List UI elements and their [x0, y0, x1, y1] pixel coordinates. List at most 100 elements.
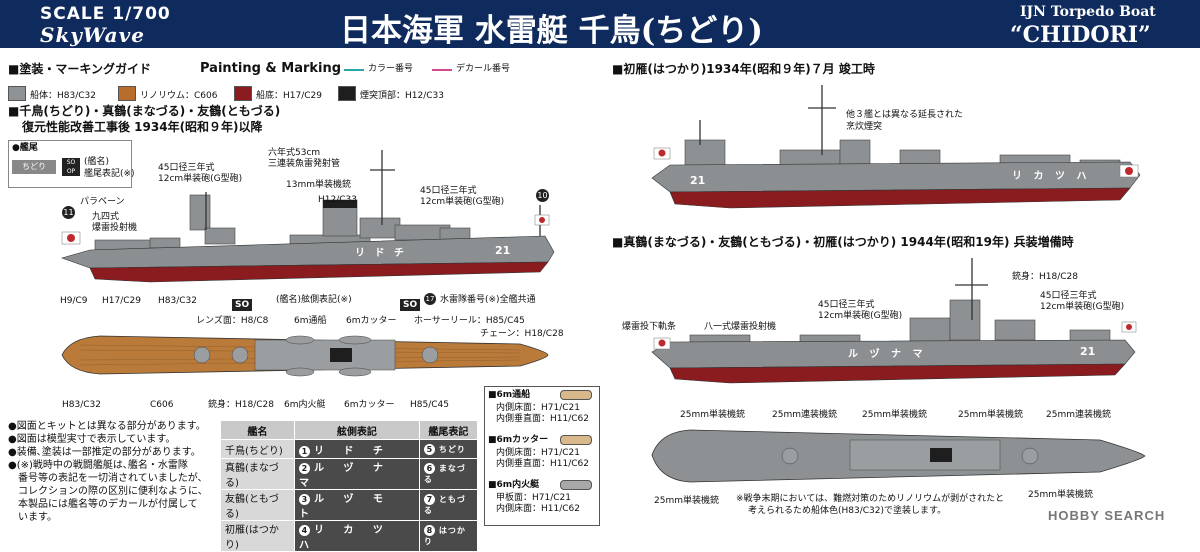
boat-1-line-2: 内側垂直面：H11/C62 — [496, 414, 589, 424]
plan-hose: ホーサーリール：H85/C45 — [414, 316, 525, 326]
note-4: ●(※)戦時中の戦闘艦艇は､艦名・水雷隊 — [8, 460, 188, 471]
left-ship-plan-view — [61, 335, 549, 377]
boat-2-title: ■6mカッター — [488, 435, 549, 445]
stern-badge: SO OP — [62, 158, 80, 176]
bottom-right-gun-mid-2: 12cm単装砲(G型砲) — [818, 311, 903, 321]
ship-name: 真鶴(まなづる) — [220, 458, 295, 490]
bottom-right-dc-launcher: 八一式爆雷投射機 — [704, 322, 777, 332]
so-number-circle: 17 — [424, 293, 436, 305]
boat-3-line-2: 内側床面：H11/C62 — [496, 504, 580, 514]
so-number-label: 水雷隊番号(※)全艦共通 — [440, 295, 536, 305]
callout-paravane: パラベーン — [80, 197, 125, 207]
boat-2-line-2: 内側垂直面：H11/C62 — [496, 459, 589, 469]
english-ship-name: “CHIDORI” — [1010, 22, 1151, 48]
stern-label: ●艦尾 — [12, 143, 38, 153]
stern-note-1: (艦名) — [84, 157, 110, 167]
left-ship-side-view — [61, 150, 555, 283]
note-2: ●図面は模型実寸で表示しています。 — [8, 434, 176, 445]
boat-3-line-1: 甲板面：H71/C21 — [496, 493, 571, 503]
note-1: ●図面とキットとは異なる部分があります。 — [8, 421, 206, 432]
plan-c606: C606 — [150, 400, 174, 410]
top-right-heading: ■初雁(はつかり)1934年(昭和９年)７月 竣工時 — [612, 62, 875, 76]
boat-2-icon — [560, 435, 592, 445]
plan-note-2: 考えられるため船体色(H83/C32)で塗装します。 — [748, 506, 947, 516]
table-header: 舷側表記 — [293, 420, 420, 440]
stern-note-2: 艦尾表記(※) — [84, 169, 135, 179]
watermark: HOBBY SEARCH — [1048, 508, 1166, 523]
plan-aa-5: 25mm連装機銃 — [1046, 410, 1111, 420]
callout-dc: 九四式 — [92, 212, 120, 222]
boats-box — [484, 386, 600, 526]
decal-legend-line — [432, 69, 452, 71]
bottom-right-hull-kana: ル ヅ ナ マ — [848, 349, 927, 360]
color-legend-line — [344, 69, 364, 71]
plan-aa-6: 25mm単装機銃 — [654, 496, 719, 506]
plan-lens: レンズ面：H8/C8 — [196, 316, 269, 326]
bottom-right-dc-rail: 爆雷投下軌条 — [622, 322, 677, 332]
bottom-right-heading: ■真鶴(まなづる)・友鶴(ともづる)・初雁(はつかり) 1944年(昭和19年)… — [612, 235, 1074, 249]
callout-torpedo: 六年式53cm — [268, 148, 321, 158]
plan-cutter-bot: 6mカッター — [344, 400, 395, 410]
top-right-hull-number: 21 — [690, 174, 706, 187]
label-h83: H83/C32 — [158, 296, 197, 306]
guide-heading-en: Painting & Marking — [200, 61, 342, 76]
left-ship-heading-2: 復元性能改善工事後 1934年(昭和９年)以降 — [22, 120, 263, 134]
left-ship-heading-1: ■千鳥(ちどり)・真鶴(まなづる)・友鶴(ともづる) — [8, 104, 281, 118]
so-number-decal: SO — [400, 292, 421, 311]
plan-aa-4: 25mm単装機銃 — [958, 410, 1023, 420]
ship-name: 千鳥(ちどり) — [220, 439, 295, 459]
callout-dc-2: 爆雷投射機 — [92, 223, 138, 233]
table-header-row: 艦名 舷側表記 艦尾表記 — [220, 420, 479, 440]
bottom-right-ship-side-view — [651, 258, 1146, 483]
bottom-right-hull-number: 21 — [1080, 345, 1096, 358]
stern-plate: ちどり — [12, 160, 56, 174]
note-7: 本製品には艦名等のデカールが付属して — [8, 499, 198, 510]
callout-gun45-fwd: 45口径三年式 — [420, 186, 477, 196]
plan-note-1: ※戦争末期においては、難燃対策のためリノリウムが剥がされたと — [736, 494, 1005, 504]
decal-11-marker: 11 — [62, 206, 75, 219]
color-legend-label: カラー番号 — [368, 64, 414, 74]
so-name-label: (艦名)舷側表記(※) — [276, 295, 352, 305]
bottom-right-barrel: 銃身：H18/C28 — [1012, 272, 1078, 282]
page-title: 日本海軍 水雷艇 千鳥(ちどり) — [340, 13, 763, 49]
plan-aa-7: 25mm単装機銃 — [1028, 490, 1093, 500]
guide-heading: ■塗装・マーキングガイド — [8, 62, 151, 76]
ship-name: 初雁(はつかり) — [220, 520, 295, 552]
plan-aa-1: 25mm単装機銃 — [680, 410, 745, 420]
top-right-hull-kana: リ カ ツ ハ — [1012, 171, 1091, 182]
callout-gun45-fwd-2: 12cm単装砲(G型砲) — [420, 197, 505, 207]
scale-label: SCALE 1/700 — [40, 4, 171, 24]
bottom-right-gun-fwd-2: 12cm単装砲(G型砲) — [1040, 302, 1125, 312]
brand-logo: SkyWave — [40, 23, 145, 47]
boat-3-icon — [560, 480, 592, 490]
swatch-hull: 船体：H83/C32 — [8, 83, 96, 102]
plan-chain: チェーン：H18/C28 — [480, 329, 564, 339]
top-right-note-1: 他３艦とは異なる延長された — [846, 110, 964, 120]
note-8: います。 — [8, 512, 57, 523]
note-5: 番号等の表記を一切消されていましたが､ — [8, 473, 203, 484]
english-subtitle: IJN Torpedo Boat — [1020, 4, 1156, 20]
note-6: コレクションの際の区別に便利なように､ — [8, 486, 203, 497]
plan-h83: H83/C32 — [62, 400, 101, 410]
label-h9: H9/C9 — [60, 296, 88, 306]
swatch-linoleum: リノリウム：C606 — [118, 83, 217, 102]
table-header: 艦尾表記 — [418, 420, 479, 440]
callout-funnel-color: H12/C33 — [318, 195, 357, 205]
callout-mg13: 13mm単装機銃 — [286, 180, 351, 190]
callout-gun45-aft: 45口径三年式 — [158, 163, 215, 173]
plan-h85: H85/C45 — [410, 400, 449, 410]
left-hull-number: 21 — [495, 244, 511, 257]
left-hull-kana: リ ド チ — [355, 248, 407, 259]
so-name-decal: SO — [232, 292, 253, 311]
swatch-funnel-top: 煙突頂部：H12/C33 — [338, 83, 444, 102]
